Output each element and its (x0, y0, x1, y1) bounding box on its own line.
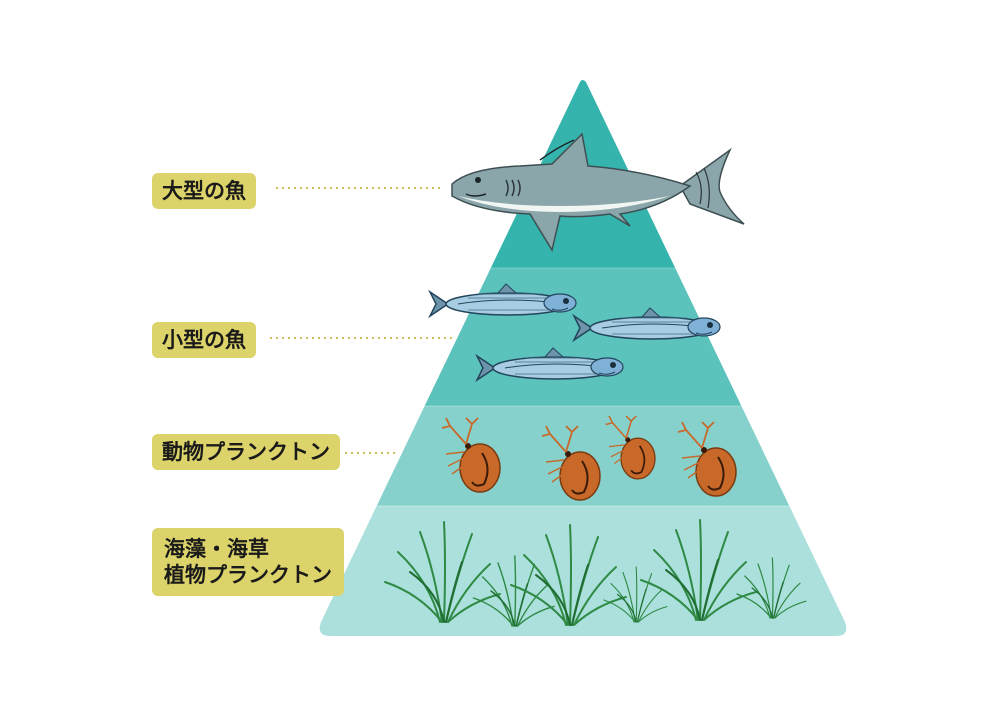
label-phytoplankton-text: 植物プランクトン (164, 563, 332, 587)
tier-band-zooplankton (319, 406, 847, 506)
shark-icon (451, 132, 745, 252)
label-seaweed-phytoplankton: 海藻・海草 植物プランクトン (152, 528, 344, 596)
tier-band-seaweed (319, 506, 847, 636)
label-small-fish: 小型の魚 (152, 322, 256, 358)
label-small-fish-text: 小型の魚 (162, 328, 246, 352)
label-large-fish: 大型の魚 (152, 173, 256, 209)
label-zooplankton-text: 動物プランクトン (162, 440, 330, 464)
tier-band-small-fish (319, 268, 847, 406)
label-seaweed-text: 海藻・海草 (164, 537, 269, 561)
label-zooplankton: 動物プランクトン (152, 434, 340, 470)
connector-lines (270, 187, 455, 454)
label-large-fish-text: 大型の魚 (162, 179, 246, 203)
